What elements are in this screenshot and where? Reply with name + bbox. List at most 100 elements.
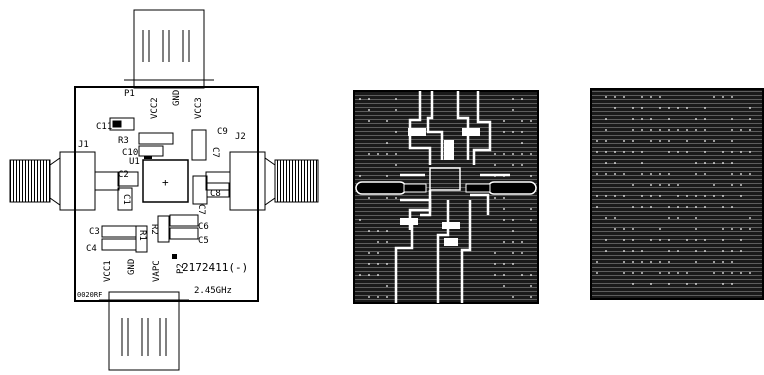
via-dot <box>713 140 715 142</box>
via-dot <box>512 98 514 100</box>
label-c8: C8 <box>210 189 221 199</box>
via-dot <box>677 151 679 153</box>
via-dot <box>749 107 751 109</box>
via-dot <box>512 219 514 221</box>
via-dot <box>731 173 733 175</box>
via-dot <box>614 162 616 164</box>
via-dot <box>614 217 616 219</box>
via-dot <box>623 195 625 197</box>
via-dot <box>614 173 616 175</box>
via-dot <box>530 285 532 287</box>
via-dot <box>731 151 733 153</box>
via-dot <box>395 98 397 100</box>
via-dot <box>359 175 361 177</box>
via-dot <box>740 151 742 153</box>
via-dot <box>695 283 697 285</box>
via-dot <box>503 263 505 265</box>
via-dot <box>695 173 697 175</box>
via-dot <box>722 250 724 252</box>
via-dot <box>605 162 607 164</box>
via-dot <box>521 274 523 276</box>
via-dot <box>632 206 634 208</box>
via-dot <box>377 252 379 254</box>
via-dot <box>668 206 670 208</box>
via-dot <box>650 184 652 186</box>
via-dot <box>749 151 751 153</box>
via-dot <box>704 151 706 153</box>
via-dot <box>722 151 724 153</box>
via-dot <box>377 296 379 298</box>
via-dot <box>521 241 523 243</box>
via-dot <box>650 129 652 131</box>
part-number: 2172411(-) <box>182 261 248 274</box>
via-dot <box>503 241 505 243</box>
via-dot <box>668 261 670 263</box>
via-dot <box>686 140 688 142</box>
via-dot <box>686 272 688 274</box>
label-j2: J2 <box>235 132 246 142</box>
via-dot <box>530 219 532 221</box>
via-dot <box>722 162 724 164</box>
via-dot <box>740 184 742 186</box>
via-dot <box>512 153 514 155</box>
via-dot <box>731 228 733 230</box>
via-dot <box>521 131 523 133</box>
via-dot <box>650 283 652 285</box>
via-dot <box>605 217 607 219</box>
pin-label-vcc1: VCC1 <box>103 260 113 282</box>
via-dot <box>668 184 670 186</box>
via-dot <box>596 173 598 175</box>
via-dot <box>530 175 532 177</box>
via-dot <box>386 175 388 177</box>
via-dot <box>731 261 733 263</box>
right-sma-connector <box>205 151 319 211</box>
via-dot <box>368 153 370 155</box>
ic-u1-body <box>142 159 189 203</box>
via-dot <box>740 228 742 230</box>
via-dot <box>632 272 634 274</box>
via-dot <box>614 195 616 197</box>
via-dot <box>395 109 397 111</box>
via-dot <box>695 129 697 131</box>
via-dot <box>494 252 496 254</box>
board-outline <box>74 86 259 302</box>
via-dot <box>623 250 625 252</box>
via-dot <box>623 228 625 230</box>
via-dot <box>368 296 370 298</box>
via-dot <box>713 272 715 274</box>
via-dot <box>512 109 514 111</box>
board-code: 0020RF <box>77 291 102 299</box>
via-dot <box>731 129 733 131</box>
via-dot <box>704 239 706 241</box>
via-dot <box>503 208 505 210</box>
via-dot <box>686 107 688 109</box>
via-dot <box>686 151 688 153</box>
label-c7-lower: C7 <box>196 204 206 215</box>
silkscreen-assembly: + P1 J1 J2 P2 VCC2 GND VCC3 VCC1 GND VAP… <box>9 9 319 371</box>
via-dot <box>677 206 679 208</box>
via-dot <box>659 173 661 175</box>
left-sma-connector <box>9 151 120 211</box>
via-dot <box>377 153 379 155</box>
via-dot <box>731 162 733 164</box>
via-dot <box>641 107 643 109</box>
via-dot <box>722 206 724 208</box>
via-dot <box>686 206 688 208</box>
pin-label-gnd-bottom: GND <box>127 259 137 275</box>
via-dot <box>704 140 706 142</box>
via-dot <box>596 206 598 208</box>
pin-label-gnd-top: GND <box>172 90 182 106</box>
via-dot <box>677 107 679 109</box>
via-dot <box>749 272 751 274</box>
via-dot <box>749 217 751 219</box>
via-dot <box>650 239 652 241</box>
label-r1: R1 <box>137 230 147 241</box>
via-dot <box>605 140 607 142</box>
via-dot <box>713 261 715 263</box>
via-dot <box>704 206 706 208</box>
via-dot <box>650 118 652 120</box>
via-dot <box>722 261 724 263</box>
label-j1: J1 <box>78 140 89 150</box>
via-dot <box>695 250 697 252</box>
via-dot <box>605 118 607 120</box>
